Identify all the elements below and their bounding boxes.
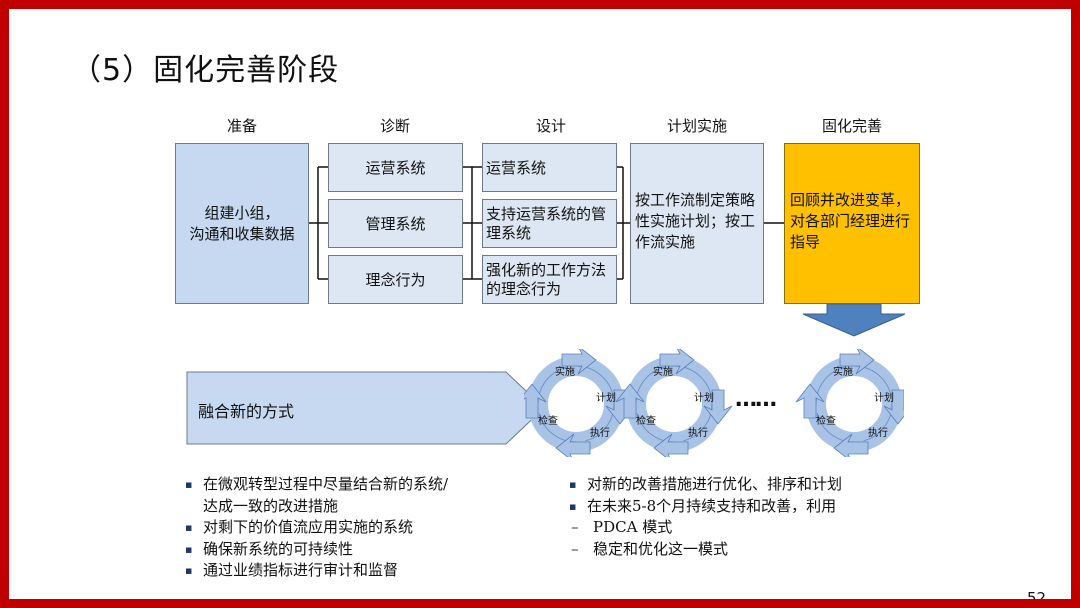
bullet-subitem: PDCA 模式 <box>569 517 949 539</box>
diagnose-mindset-box: 理念行为 <box>328 255 463 304</box>
bullet-item: 对剩下的价值流应用实施的系统 <box>185 517 545 539</box>
plan-box: 按工作流制定策略性实施计划；按工作流实施 <box>630 143 764 304</box>
cycle-label: 实施 <box>833 365 853 378</box>
cycle-label: 检查 <box>816 414 836 427</box>
bullet-item: 在微观转型过程中尽量结合新的系统/ <box>185 474 545 496</box>
bullet-item: 通过业绩指标进行审计和监督 <box>185 560 545 582</box>
bullet-item: 对新的改善措施进行优化、排序和计划 <box>569 474 949 496</box>
bullets-left: 在微观转型过程中尽量结合新的系统/ 达成一致的改进措施 对剩下的价值流应用实施的… <box>185 474 545 582</box>
diagnose-operations-box: 运营系统 <box>328 143 463 192</box>
diagnose-management-box: 管理系统 <box>328 199 463 248</box>
cycle-label: 计划 <box>596 391 616 404</box>
cycle-label: 实施 <box>653 365 673 378</box>
page-title: （5）固化完善阶段 <box>71 53 340 88</box>
bullet-subitem: 稳定和优化这一模式 <box>569 539 949 561</box>
header-design: 设计 <box>535 117 566 135</box>
cycle-label: 检查 <box>636 414 656 427</box>
connector-lines <box>309 166 784 280</box>
header-diagnose: 诊断 <box>379 117 410 135</box>
header-plan: 计划实施 <box>666 117 727 135</box>
design-operations-box: 运营系统 <box>482 143 617 192</box>
ellipsis-dots: …… <box>735 387 777 412</box>
pdca-cycle-2: 实施 计划 执行 检查 <box>616 349 732 457</box>
cycle-label: 实施 <box>555 365 575 378</box>
cycle-label: 计划 <box>874 391 894 404</box>
cycle-label: 计划 <box>694 391 714 404</box>
pdca-cycle-1: 实施 计划 执行 检查 <box>524 349 634 457</box>
pdca-cycle-3: 实施 计划 执行 检查 <box>796 349 904 457</box>
banner-arrow-shape <box>186 371 545 445</box>
bullet-item: 在未来5-8个月持续支持和改善，利用 <box>569 496 949 518</box>
cycle-label: 执行 <box>590 426 610 439</box>
banner-label: 融合新的方式 <box>198 402 295 421</box>
cycle-label: 检查 <box>538 414 558 427</box>
cycle-label: 执行 <box>688 426 708 439</box>
header-prepare: 准备 <box>226 117 257 135</box>
prepare-box: 组建小组， 沟通和收集数据 <box>175 143 309 304</box>
header-solidify: 固化完善 <box>821 117 882 135</box>
bullet-item: 确保新系统的可持续性 <box>185 539 545 561</box>
pdca-cycles: 实施 计划 执行 检查 实施 计划 执行 检查 实施 计划 执行 检查 <box>524 349 904 457</box>
bullet-item-continued: 达成一致的改进措施 <box>203 496 339 515</box>
design-mindset-box: 强化新的工作方法的理念行为 <box>482 255 617 304</box>
cycle-label: 执行 <box>868 426 888 439</box>
bullets-right: 对新的改善措施进行优化、排序和计划 在未来5-8个月持续支持和改善，利用 PDC… <box>569 474 949 560</box>
page-number: 52 <box>1027 589 1047 607</box>
solidify-box: 回顾并改进变革，对各部门经理进行指导 <box>784 143 920 304</box>
design-management-box: 支持运营系统的管理系统 <box>482 199 617 248</box>
down-arrow-icon <box>802 304 906 337</box>
